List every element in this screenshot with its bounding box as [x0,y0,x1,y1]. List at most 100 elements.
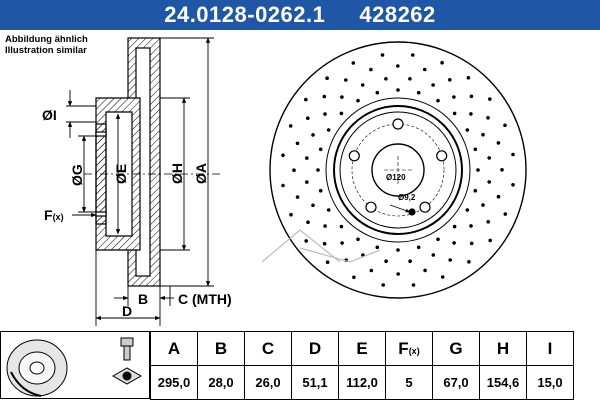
drill-hole [467,260,471,264]
illustration-note: Abbildung ähnlich Illustration similar [5,34,88,56]
drill-hole [496,194,501,199]
drill-hole [340,95,344,99]
drill-hole [344,78,348,82]
drill-hole [452,111,457,116]
drill-hole [326,208,331,212]
drill-hole [306,220,310,224]
drill-hole [416,245,421,250]
drill-hole [396,64,400,68]
header-I: I [526,331,574,366]
drill-hole [305,180,309,184]
drill-hole [360,83,365,87]
drill-hole [423,268,427,273]
drill-hole [452,224,457,229]
drill-hole [295,195,300,199]
drill-hole [380,53,385,57]
drill-hole [318,188,323,193]
label-B: B [138,291,148,307]
drill-hole [481,203,485,207]
label-I: ØI [42,107,57,123]
table-header-row: A B C D E F(x) G H I [150,331,574,366]
drill-hole [469,94,474,99]
drill-hole [496,141,501,145]
bolt-hole [419,201,431,213]
bolt-holes [348,118,448,216]
title-bar: 24.0128-0262.1 428262 [0,0,600,30]
note-line-de: Abbildung ähnlich [5,34,88,45]
drill-hole [289,212,293,217]
label-F: F(x) [44,207,64,223]
bolt-icon [111,337,143,385]
drill-hole [384,77,388,81]
hat-inner [339,111,457,229]
label-H: ØH [169,163,185,184]
drill-hole [369,67,373,72]
table-value-row: 295,0 28,0 26,0 51,1 112,0 5 67,0 154,6 … [150,365,574,400]
friction-inner-edge [325,97,471,243]
drill-hole [322,241,327,246]
drill-hole [511,152,515,157]
drill-hole [311,133,315,137]
value-F: 5 [385,365,433,400]
label-A: ØA [193,163,209,184]
part-number: 24.0128-0262.1 [164,2,326,27]
drill-hole [326,128,331,132]
drill-hole [356,237,360,242]
label-pcd: Ø120 [386,173,406,182]
value-C: 26,0 [244,365,292,400]
drill-hole [422,67,427,72]
drill-hole [500,168,504,172]
drill-hole [339,111,344,116]
bolt-hole [365,201,377,213]
header-E: E [338,331,386,366]
drill-hole [486,220,491,224]
dimension-table: A B C D E F(x) G H I 295,0 28,0 26,0 51,… [150,331,574,400]
drill-hole [381,283,386,287]
value-H: 154,6 [479,365,527,400]
drill-hole [396,88,400,92]
drill-hole [305,156,309,160]
drill-hole [511,183,515,187]
label-G: ØG [69,164,85,186]
drill-hole [408,77,412,81]
drill-hole [306,116,310,120]
drill-hole [469,241,474,246]
label-D: D [122,303,132,319]
drill-hole [466,76,471,80]
drill-hole [322,94,327,99]
drill-hole [339,224,344,229]
label-F-letter: F [44,207,53,223]
drill-hole [448,258,453,262]
header-F-letter: F [398,338,409,358]
value-B: 28,0 [197,365,245,400]
drill-hole [295,141,300,146]
drill-hole [488,238,493,243]
value-A: 295,0 [150,365,198,400]
drill-hole [469,224,473,228]
drill-hole [431,83,435,87]
header-F: F(x) [385,331,433,366]
drill-hole [473,188,478,193]
label-E: ØE [113,164,129,184]
drill-hole [396,272,401,276]
hat-outer [333,105,463,235]
drill-hole [469,112,473,116]
drill-hole [481,132,485,137]
drill-hole [465,128,470,132]
drill-hole [465,208,470,212]
header-B: B [197,331,245,366]
drill-hole [340,241,344,245]
header-G: G [432,331,480,366]
disc-thumbnail [6,337,143,397]
note-line-en: Illustration similar [5,45,87,56]
header-H: H [479,331,527,366]
disc-outer [269,41,527,299]
ref-number: 428262 [359,2,436,27]
label-F-sub: (x) [53,212,64,222]
drill-hole [304,97,308,102]
drill-hole [396,248,400,252]
header-C: C [244,331,292,366]
drill-hole [476,168,480,172]
header-D: D [291,331,339,366]
value-D: 51,1 [291,365,339,400]
